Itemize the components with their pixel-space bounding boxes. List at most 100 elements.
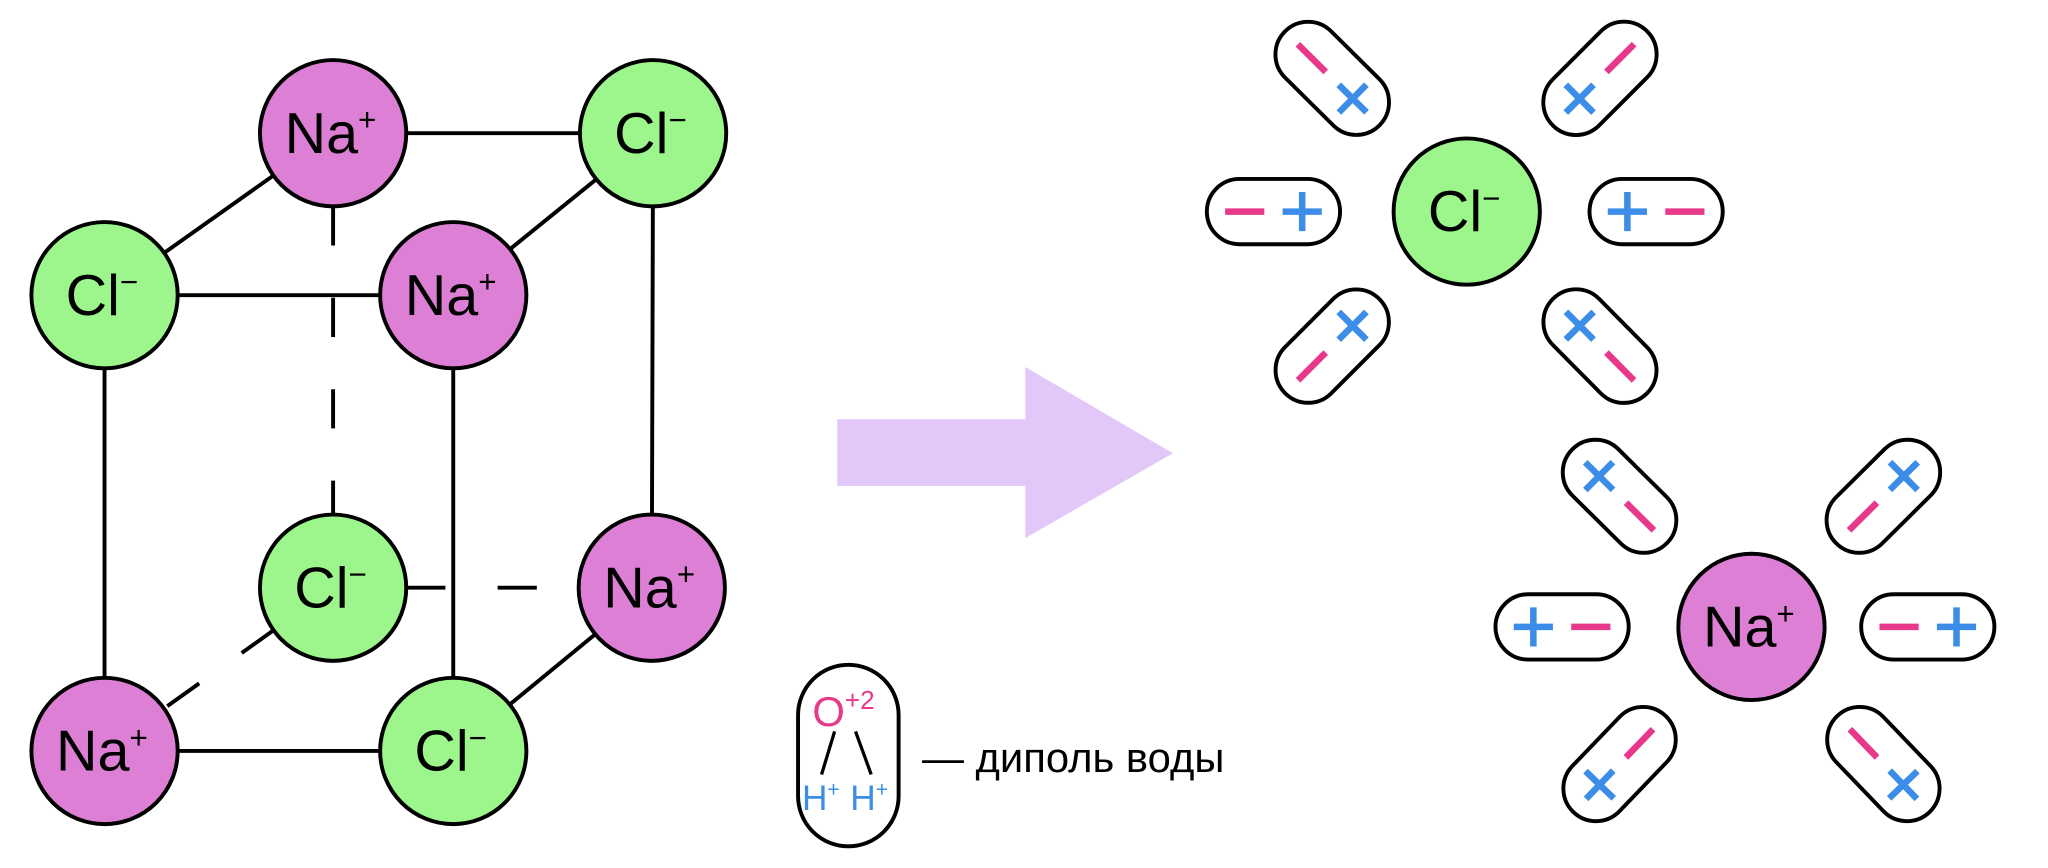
- chloride-ion-circle: [378, 675, 529, 827]
- minus-sign: [1847, 726, 1880, 760]
- minus-sign: [1295, 42, 1329, 75]
- sodium-ion-label: Na+: [603, 556, 695, 620]
- chloride-ion-circle: [577, 58, 729, 209]
- minus-sign: [1604, 350, 1637, 383]
- minus-sign: [1623, 726, 1656, 760]
- water-dipole: [1824, 437, 1943, 555]
- water-dipole: [1541, 287, 1659, 405]
- dipole-pill: [1560, 437, 1679, 555]
- chloride-ion: Cl−: [1391, 136, 1542, 287]
- sodium-ion-label: Na+: [1703, 595, 1795, 659]
- ion-symbol: Na: [405, 264, 478, 328]
- dipole-pill: [1824, 437, 1943, 555]
- ion-charge: −: [1482, 181, 1500, 216]
- ion-charge: +: [358, 103, 376, 138]
- water-dipole: [1204, 176, 1343, 247]
- ion-charge: +: [1776, 596, 1794, 631]
- water-dipole: [1273, 287, 1391, 405]
- chloride-ion: Cl−: [29, 220, 180, 371]
- chloride-ion-label: Cl−: [1428, 180, 1501, 244]
- arrow-shape: [837, 366, 1173, 539]
- dipole-pill: [1541, 287, 1659, 405]
- hydrated-ions: Cl− Na+: [1204, 19, 1997, 824]
- ion-symbol: Cl: [1428, 180, 1482, 244]
- plus-sign-v: [1563, 82, 1596, 115]
- sodium-ion-circle: [258, 58, 409, 209]
- sodium-ion-label: Na+: [285, 102, 377, 166]
- minus-sign: [1623, 500, 1657, 533]
- ion-symbol: Cl: [614, 102, 668, 166]
- plus-sign-v: [1336, 82, 1369, 115]
- ion-symbol: Cl: [66, 264, 120, 328]
- sodium-ion-circle: [1676, 551, 1827, 703]
- ion-charge: −: [120, 265, 138, 300]
- water-dipole: [1859, 592, 1997, 662]
- plus-sign-v: [1887, 459, 1920, 493]
- chloride-ion-circle: [1391, 136, 1542, 287]
- chloride-ion-circle: [29, 220, 180, 371]
- ion-symbol: Na: [56, 720, 129, 784]
- crystal-lattice-ions: Na+Cl−Cl−Na+Cl−Na+Na+Cl−: [29, 58, 729, 827]
- dissolution-arrow: [837, 366, 1173, 539]
- minus-sign: [1846, 500, 1880, 533]
- ion-charge: +: [478, 265, 496, 300]
- minus-sign: [1295, 350, 1329, 383]
- water-dipole: [1541, 19, 1659, 137]
- plus-sign-v: [1563, 309, 1596, 342]
- ion-charge: −: [348, 557, 366, 592]
- sodium-ion-label: Na+: [56, 720, 148, 784]
- sodium-ion-circle: [29, 675, 180, 827]
- water-dipole: [1825, 704, 1942, 824]
- water-dipole-legend: O+2 H+ H+ — диполь воды: [796, 662, 1224, 849]
- ion-symbol: Na: [603, 556, 676, 620]
- dipole-pill: [1561, 704, 1678, 824]
- sodium-ion-circle: [378, 220, 529, 371]
- ion-charge: +: [130, 720, 148, 755]
- chloride-ion-label: Cl−: [414, 720, 487, 784]
- ion-charge: −: [668, 103, 686, 138]
- water-dipole: [1273, 19, 1391, 137]
- ion-charge: +: [677, 557, 695, 592]
- water-dipole: [1587, 176, 1725, 247]
- legend-dipole-pill: [796, 662, 901, 849]
- sodium-ion: Na+: [576, 512, 727, 663]
- water-dipole: [1560, 437, 1679, 555]
- dipole-pill: [1859, 592, 1997, 662]
- sodium-ion-circle: [576, 512, 727, 663]
- dipole-pill: [1825, 704, 1942, 824]
- plus-sign-v: [1336, 309, 1369, 342]
- chloride-ion: Cl−: [378, 675, 529, 827]
- ion-charge: −: [469, 720, 487, 755]
- crystal-lattice-bonds: [102, 131, 656, 753]
- lattice-bond: [649, 133, 656, 588]
- sodium-ion: Na+: [378, 220, 529, 371]
- legend-bond-right: [853, 730, 873, 776]
- dipole-pill: [1273, 19, 1391, 137]
- chloride-ion-circle: [258, 512, 409, 663]
- dipole-pill: [1587, 176, 1725, 247]
- water-dipole: [1561, 704, 1678, 824]
- minus-sign: [1604, 41, 1637, 75]
- plus-sign-v: [1583, 768, 1617, 801]
- ion-symbol: Na: [1703, 595, 1776, 659]
- ion-symbol: Cl: [414, 720, 468, 784]
- chloride-ion-label: Cl−: [294, 556, 367, 620]
- dipole-pill: [1493, 592, 1631, 662]
- chloride-ion: Cl−: [258, 512, 409, 663]
- sodium-ion: Na+: [258, 58, 409, 209]
- legend-hydrogen-right: H+: [850, 779, 888, 818]
- sodium-ion: Na+: [29, 675, 180, 827]
- legend-bond-left: [820, 730, 837, 775]
- sodium-ion: Na+: [1676, 551, 1827, 703]
- ion-symbol: Na: [285, 102, 358, 166]
- dipole-pill: [1273, 287, 1391, 405]
- plus-sign-v: [1583, 459, 1616, 493]
- water-dipole: [1493, 592, 1631, 662]
- dipole-pill: [1204, 176, 1343, 247]
- dipole-pill: [1541, 19, 1659, 137]
- chloride-ion-label: Cl−: [614, 102, 687, 166]
- legend-oxygen: O+2: [812, 685, 874, 735]
- legend-hydrogen-left: H+: [802, 779, 840, 818]
- legend-text: — диполь воды: [922, 734, 1224, 781]
